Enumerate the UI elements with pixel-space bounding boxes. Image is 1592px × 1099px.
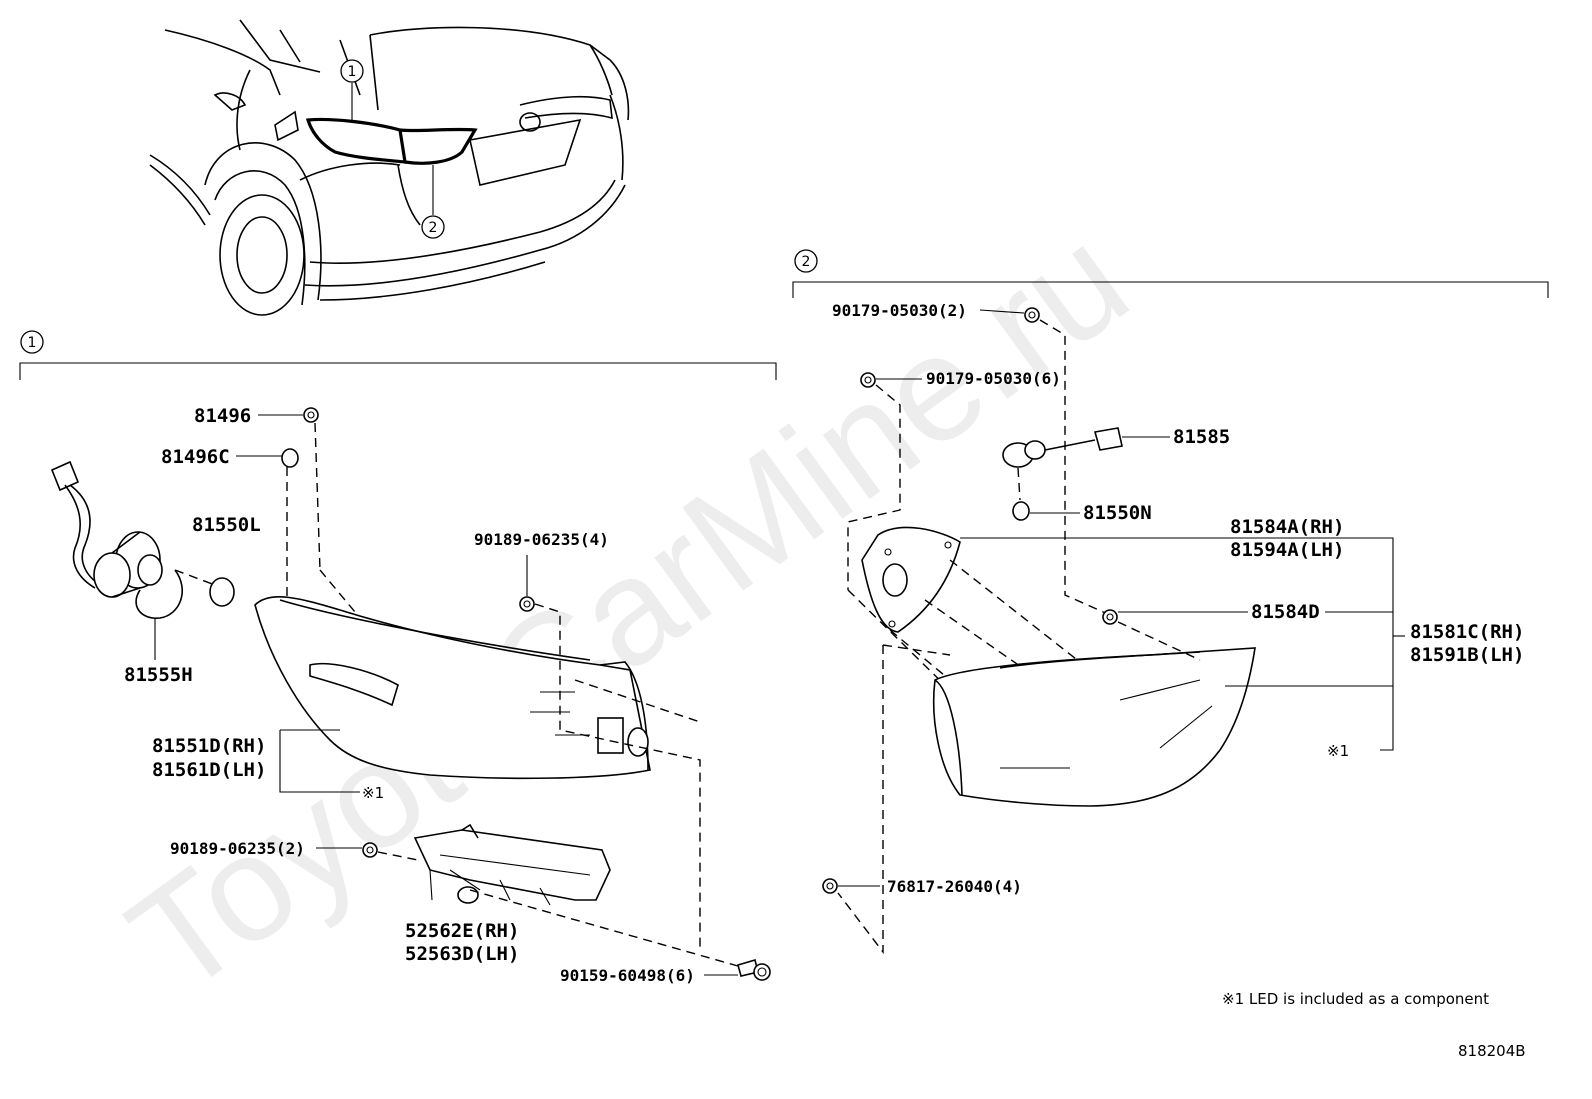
screw-90189-2 [362,842,378,858]
clip-81584d [1102,609,1118,625]
label-81584d: 81584D [1251,601,1320,623]
label-81561d-lh: 81561D(LH) [152,759,266,781]
label-90189-06235-2: 90189-06235(2) [170,839,305,858]
label-52563d-lh: 52563D(LH) [405,943,519,965]
label-76817-26040-4: 76817-26040(4) [887,877,1022,896]
section-2: 2 [792,249,1549,955]
footnote: ※1 LED is included as a component [1222,990,1489,1008]
label-81555h: 81555H [124,664,193,686]
label-90189-06235-4: 90189-06235(4) [474,530,609,549]
section-1-callout: 1 [28,335,37,351]
callout-2-overview: 2 [429,220,438,236]
label-90159-60498-6: 90159-60498(6) [560,966,695,985]
rear-lamp-81581c [932,647,1256,807]
grommet-76817 [822,878,838,894]
label-81581c-rh: 81581C(RH) [1410,621,1524,643]
nut-90179-2 [1024,307,1040,323]
nut-90179-6 [860,372,876,388]
label-81594a-lh: 81594A(LH) [1230,539,1344,561]
bracket-52562e [413,823,611,906]
section-1-labels: 81496 81496C 81550L 81555H 90189-06235(4… [124,405,695,985]
bulb-81550l [209,577,235,607]
label-81496: 81496 [194,405,251,427]
label-81585: 81585 [1173,426,1230,448]
clip-81496 [303,407,319,423]
label-81551d-rh: 81551D(RH) [152,735,266,757]
bulb-81550n [1012,501,1030,521]
section-2-callout: 2 [802,254,811,270]
label-90179-05030-6: 90179-05030(6) [926,369,1061,388]
label-81550n: 81550N [1083,502,1152,524]
section-1-bracket [19,362,777,380]
label-81496c: 81496C [161,446,230,468]
label-90179-05030-2: 90179-05030(2) [832,301,967,320]
diagram-id: 818204B [1458,1042,1526,1060]
section-2-labels: 90179-05030(2) 90179-05030(6) 81585 8155… [832,301,1524,896]
socket-wire-81555h [50,460,184,660]
label-52562e-rh: 52562E(RH) [405,920,519,942]
plate-81584a [861,526,961,633]
label-81591b-lh: 81591B(LH) [1410,644,1524,666]
label-81550l: 81550L [192,514,261,536]
bolt-90159-60498 [737,958,771,981]
label-81584a-rh: 81584A(RH) [1230,516,1344,538]
vehicle-overview: 1 2 [149,19,630,316]
screw-90189-4 [519,596,535,612]
label-note-1-s1: ※1 [362,784,384,802]
label-note-1-s2: ※1 [1327,742,1349,760]
socket-wire-81585 [1002,427,1123,468]
callout-1-overview: 1 [348,64,357,80]
section-1: 1 [19,330,777,981]
clip-81496c [281,448,299,468]
section-2-bracket [792,281,1549,298]
rear-lamp-81551d [254,596,651,780]
